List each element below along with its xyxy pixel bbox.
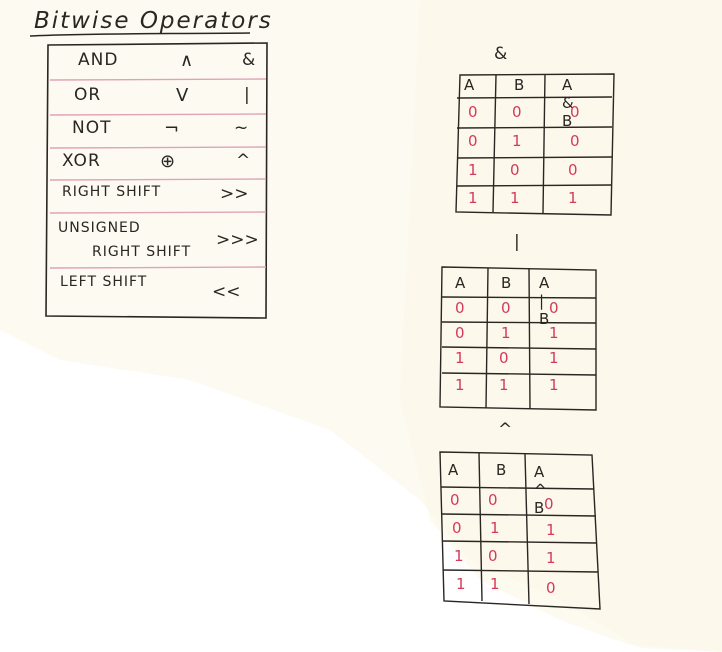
table-cell: 0 <box>488 491 498 509</box>
table-cell: 1 <box>568 189 578 207</box>
operator-symbol: V <box>176 85 189 106</box>
table-cell: 1 <box>499 376 509 394</box>
operator-symbol: ¬ <box>164 118 180 139</box>
table-header: A | B <box>539 274 550 328</box>
table-cell: 0 <box>546 579 556 597</box>
table-cell: 1 <box>468 189 478 207</box>
table-header: B <box>496 461 507 479</box>
table-cell: 1 <box>546 549 556 567</box>
table-cell: 1 <box>454 547 464 565</box>
table-header: B <box>501 274 512 292</box>
operator-code: ^ <box>236 151 251 171</box>
table-cell: 1 <box>549 376 559 394</box>
table-cell: 1 <box>455 349 465 367</box>
table-cell: 0 <box>455 299 465 317</box>
table-header: B <box>514 76 525 94</box>
table-cell: 0 <box>510 161 520 179</box>
operator-name: UNSIGNED <box>58 220 141 236</box>
operator-name-line2: RIGHT SHIFT <box>92 244 192 260</box>
operator-name: NOT <box>72 118 112 138</box>
table-cell: 1 <box>510 189 520 207</box>
xor-table-label: ^ <box>498 420 513 440</box>
operator-code: >> <box>220 184 249 204</box>
page-title: Bitwise Operators <box>34 8 273 34</box>
table-cell: 1 <box>490 575 500 593</box>
table-cell: 0 <box>499 349 509 367</box>
operator-name: LEFT SHIFT <box>60 274 148 290</box>
operator-code: | <box>244 85 250 105</box>
operator-code: >>> <box>216 230 259 250</box>
operator-code: & <box>242 50 256 70</box>
table-cell: 0 <box>570 103 580 121</box>
table-cell: 0 <box>468 132 478 150</box>
table-header: A & B <box>562 76 574 130</box>
table-cell: 0 <box>501 299 511 317</box>
table-cell: 0 <box>544 495 554 513</box>
table-cell: 0 <box>452 519 462 537</box>
table-cell: 1 <box>546 521 556 539</box>
operator-code: << <box>212 282 241 302</box>
table-cell: 1 <box>549 349 559 367</box>
table-header: A <box>455 274 466 292</box>
table-cell: 0 <box>455 324 465 342</box>
operator-name: XOR <box>62 151 101 171</box>
operator-name: OR <box>74 85 102 105</box>
operator-symbol: ∧ <box>180 50 194 71</box>
table-header: A <box>464 76 475 94</box>
table-header: A ^ B <box>534 463 547 517</box>
table-cell: 0 <box>488 547 498 565</box>
table-cell: 1 <box>549 324 559 342</box>
table-cell: 0 <box>468 103 478 121</box>
table-header: A <box>448 461 459 479</box>
table-cell: 1 <box>512 132 522 150</box>
table-cell: 1 <box>490 519 500 537</box>
table-cell: 0 <box>570 132 580 150</box>
operator-code: ~ <box>234 118 249 138</box>
table-cell: 1 <box>468 161 478 179</box>
table-cell: 1 <box>455 376 465 394</box>
table-cell: 0 <box>512 103 522 121</box>
operator-name: RIGHT SHIFT <box>62 184 162 200</box>
table-cell: 0 <box>450 491 460 509</box>
table-cell: 0 <box>568 161 578 179</box>
table-cell: 1 <box>456 575 466 593</box>
operator-name: AND <box>78 50 119 70</box>
table-cell: 0 <box>549 299 559 317</box>
and-table-label: & <box>494 44 508 64</box>
table-cell: 1 <box>501 324 511 342</box>
or-table-label: | <box>514 232 520 252</box>
operator-symbol: ⊕ <box>160 151 176 172</box>
